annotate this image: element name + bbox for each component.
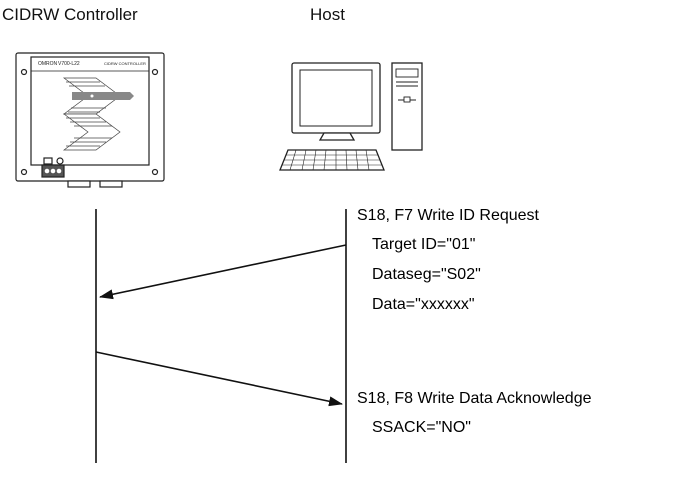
host-title: Host [310,5,345,24]
message-1-detail-target-id: Target ID="01" [372,236,475,253]
device-model-text: V700-L22 [58,61,80,67]
host-computer-icon [279,62,423,171]
message-1-detail-dataseg: Dataseg="S02" [372,266,481,283]
controller-device-icon [15,52,165,188]
message-1-title: S18, F7 Write ID Request [357,207,540,224]
device-brand-text: OMRON [38,61,58,67]
message-2-detail-ssack: SSACK="NO" [372,419,471,436]
message-1-detail-data: Data="xxxxxx" [372,296,475,313]
device-caption-text: CIDRW CONTROLLER [104,61,146,66]
controller-title: CIDRW Controller [2,5,138,24]
write-id-request-arrow [99,244,347,300]
message-2-title: S18, F8 Write Data Acknowledge [357,390,592,407]
write-data-acknowledge-arrow [95,351,343,407]
